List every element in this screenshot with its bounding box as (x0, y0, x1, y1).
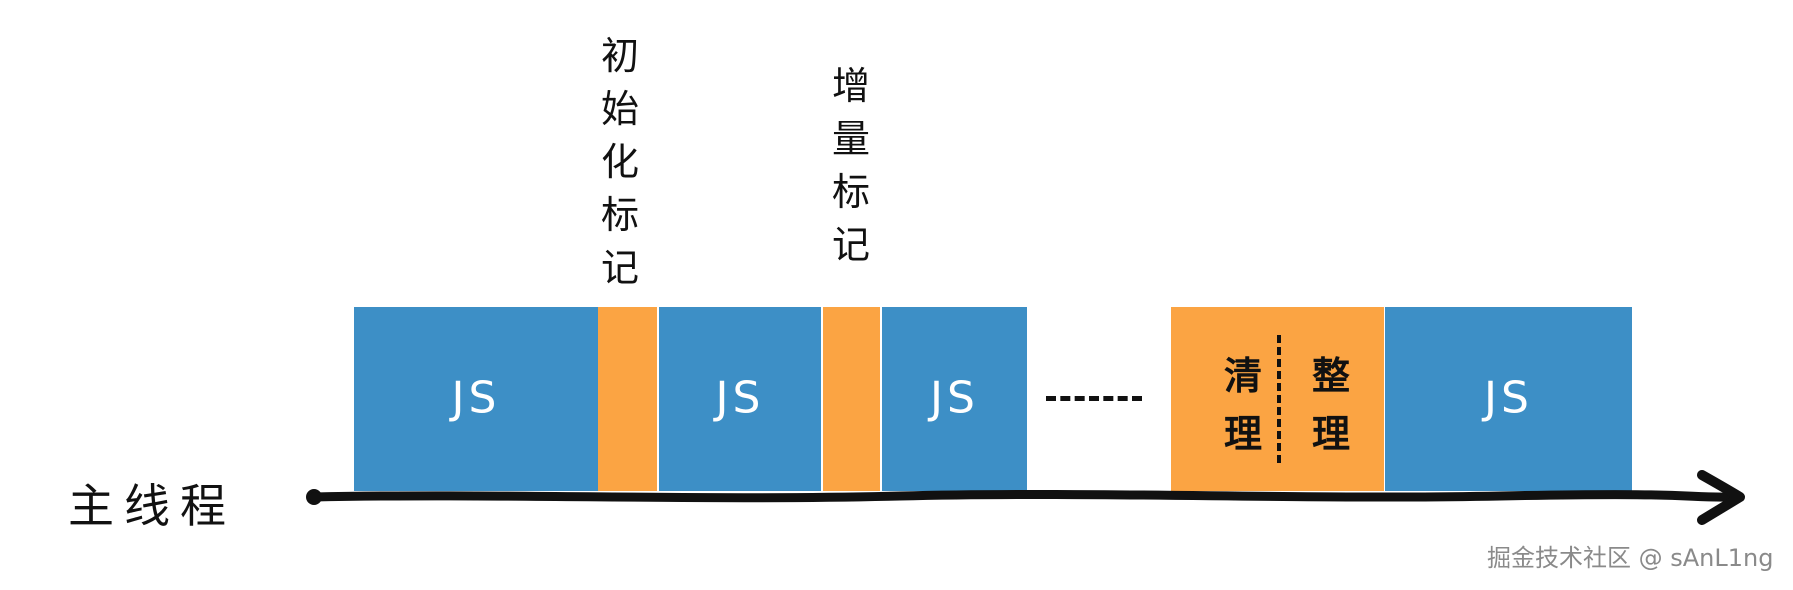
compact-char: 整 (1311, 354, 1350, 398)
incremental-mark-char: 标 (831, 170, 870, 214)
init-mark-char: 初 (600, 34, 639, 78)
js-block-label: JS (1484, 372, 1533, 424)
js-block-label: JS (451, 372, 501, 424)
cleanup-char: 清 (1223, 354, 1262, 398)
incremental-mark-block (823, 307, 880, 491)
js-block-label: JS (715, 372, 765, 424)
init-mark-char: 标 (600, 193, 639, 237)
init-mark-label: 初 始 化 标 记 (595, 30, 645, 295)
watermark: 掘金技术社区 @ sAnL1ng (1487, 544, 1774, 572)
ellipsis-dots (1046, 396, 1142, 401)
js-block-1: JS (354, 307, 598, 491)
cleanup-char: 理 (1223, 412, 1262, 456)
js-block-label: JS (930, 372, 979, 424)
init-mark-char: 记 (600, 246, 639, 290)
incremental-mark-char: 量 (831, 117, 870, 161)
cleanup-label: 清 理 (1213, 347, 1273, 463)
js-block-2: JS (659, 307, 821, 491)
init-mark-char: 化 (600, 140, 639, 184)
init-mark-block (598, 307, 657, 491)
js-block-3: JS (882, 307, 1027, 491)
dashed-divider (1277, 335, 1281, 463)
compact-char: 理 (1311, 412, 1350, 456)
incremental-mark-label: 增 量 标 记 (826, 60, 876, 272)
incremental-mark-char: 增 (831, 64, 870, 108)
compact-label: 整 理 (1301, 347, 1361, 463)
main-thread-label: 主线程 (68, 479, 236, 533)
incremental-mark-char: 记 (831, 223, 870, 267)
init-mark-char: 始 (600, 87, 639, 131)
cleanup-compact-block: 清 理 整 理 (1171, 307, 1384, 491)
js-block-4: JS (1385, 307, 1632, 491)
